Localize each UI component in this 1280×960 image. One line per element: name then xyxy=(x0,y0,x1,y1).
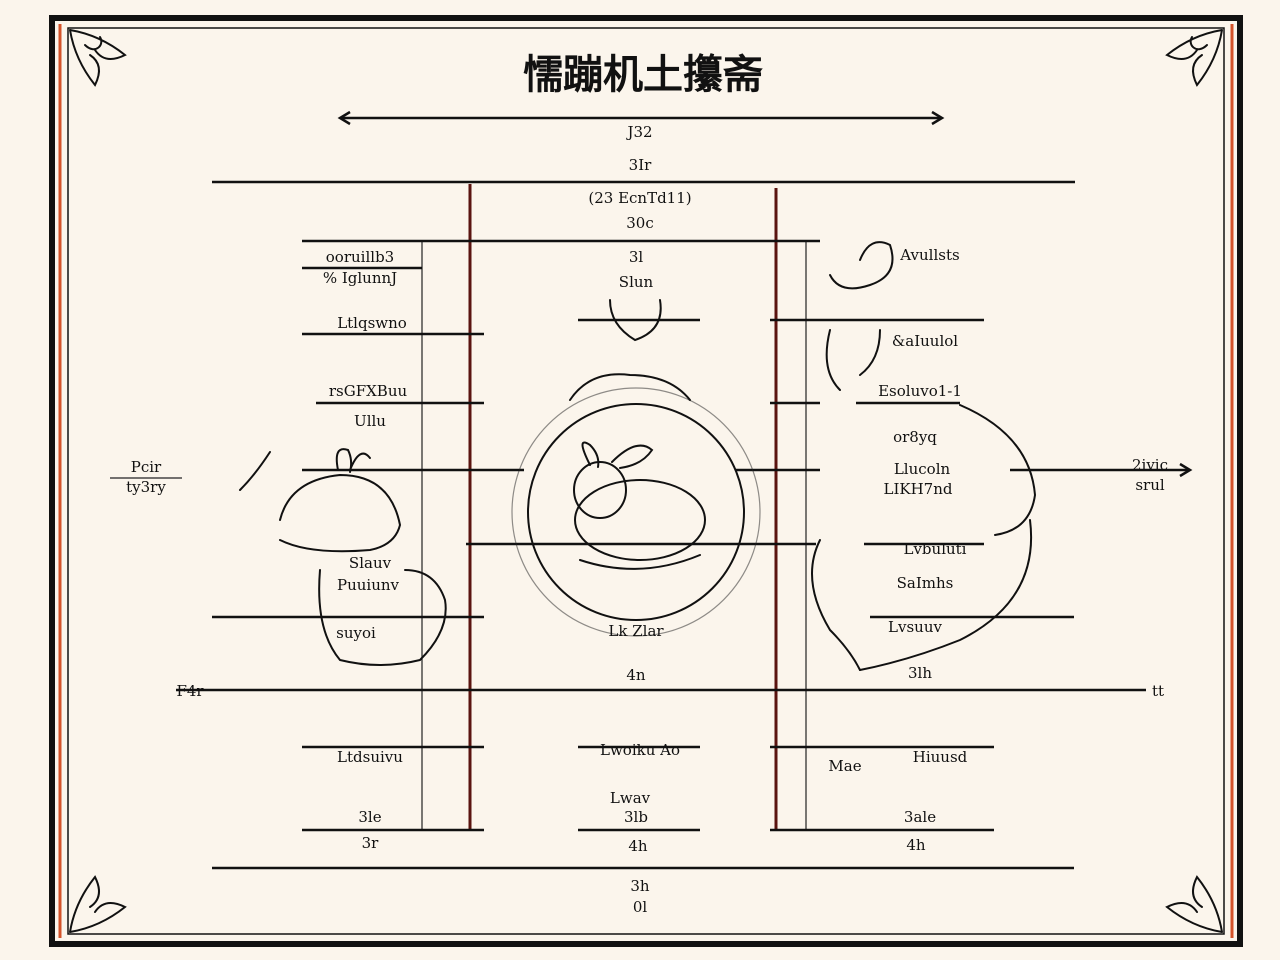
label-left-3: rsGFXBuu xyxy=(329,382,408,400)
label-center-7: 4h xyxy=(628,837,648,855)
axis-label-right: tt xyxy=(1152,682,1164,700)
label-top-1: 3Ir xyxy=(629,156,652,174)
label-right-1: &aIuulol xyxy=(892,332,958,350)
label-left-1: % IglunnJ xyxy=(323,269,397,287)
label-left-4: Ullu xyxy=(354,412,386,430)
label-center-9: 0l xyxy=(633,898,648,916)
label-left-6: Puuiunv xyxy=(337,576,400,594)
label-left-2: Ltlqswno xyxy=(337,314,407,332)
label-top-0: J32 xyxy=(625,123,652,141)
label-left-7: suyoi xyxy=(336,624,376,642)
label-center-5: Lwav xyxy=(610,789,651,807)
left-arrow-label-0: Pcir xyxy=(131,458,162,476)
label-center-1: Slun xyxy=(619,273,654,291)
left-arrow-label-1: ty3ry xyxy=(126,478,166,496)
label-top-2: (23 EcnTd11) xyxy=(588,189,691,207)
label-center-0: 3l xyxy=(629,248,644,266)
rabbit-center-icon xyxy=(511,299,761,637)
label-top-3: 30c xyxy=(626,214,654,232)
label-right-12: 3ale xyxy=(904,808,936,826)
label-left-5: Slauv xyxy=(349,554,392,572)
label-right-4: Llucoln xyxy=(894,460,951,478)
arrowhead-right xyxy=(1179,462,1193,478)
inner-frame xyxy=(67,27,1225,935)
outer-frame xyxy=(49,15,1243,947)
label-left-8: Ltdsuivu xyxy=(337,748,403,766)
label-right-9: 3lh xyxy=(908,664,932,682)
label-right-11: Hiuusd xyxy=(913,748,968,766)
label-right-13: 4h xyxy=(906,836,926,854)
axis-label-left: F4r xyxy=(176,682,204,700)
label-left-10: 3r xyxy=(362,834,380,852)
label-center-3: 4n xyxy=(626,666,646,684)
label-center-8: 3h xyxy=(630,877,650,895)
label-center-2: Lk Zlar xyxy=(608,622,664,640)
page-title: 懦蹦机土攥斋 xyxy=(523,52,763,98)
corner-ornament-icon xyxy=(69,29,1223,933)
label-left-9: 3le xyxy=(358,808,381,826)
label-center-6: 3lb xyxy=(624,808,648,826)
arrowheads-top xyxy=(337,110,945,126)
label-right-2: Esoluvo1-1 xyxy=(878,382,962,400)
label-right-8: Lvsuuv xyxy=(888,618,942,636)
right-arrow-label-0: 2ivic xyxy=(1132,456,1168,474)
right-arrow-label-1: srul xyxy=(1135,476,1165,494)
label-right-6: Lvbuluti xyxy=(904,540,967,558)
label-right-0: Avullsts xyxy=(899,246,959,264)
horizontal-rows xyxy=(176,239,1190,870)
label-right-5: LIKH7nd xyxy=(884,480,953,498)
label-center-4: Lwoiku Ao xyxy=(600,741,680,759)
rabbit-left-icon xyxy=(239,448,447,666)
label-right-7: SaImhs xyxy=(897,574,954,592)
label-right-10: Mae xyxy=(828,757,861,775)
rabbit-right-icon xyxy=(811,241,1037,671)
label-left-0: ooruillb3 xyxy=(326,248,394,266)
label-right-3: or8yq xyxy=(893,428,937,446)
